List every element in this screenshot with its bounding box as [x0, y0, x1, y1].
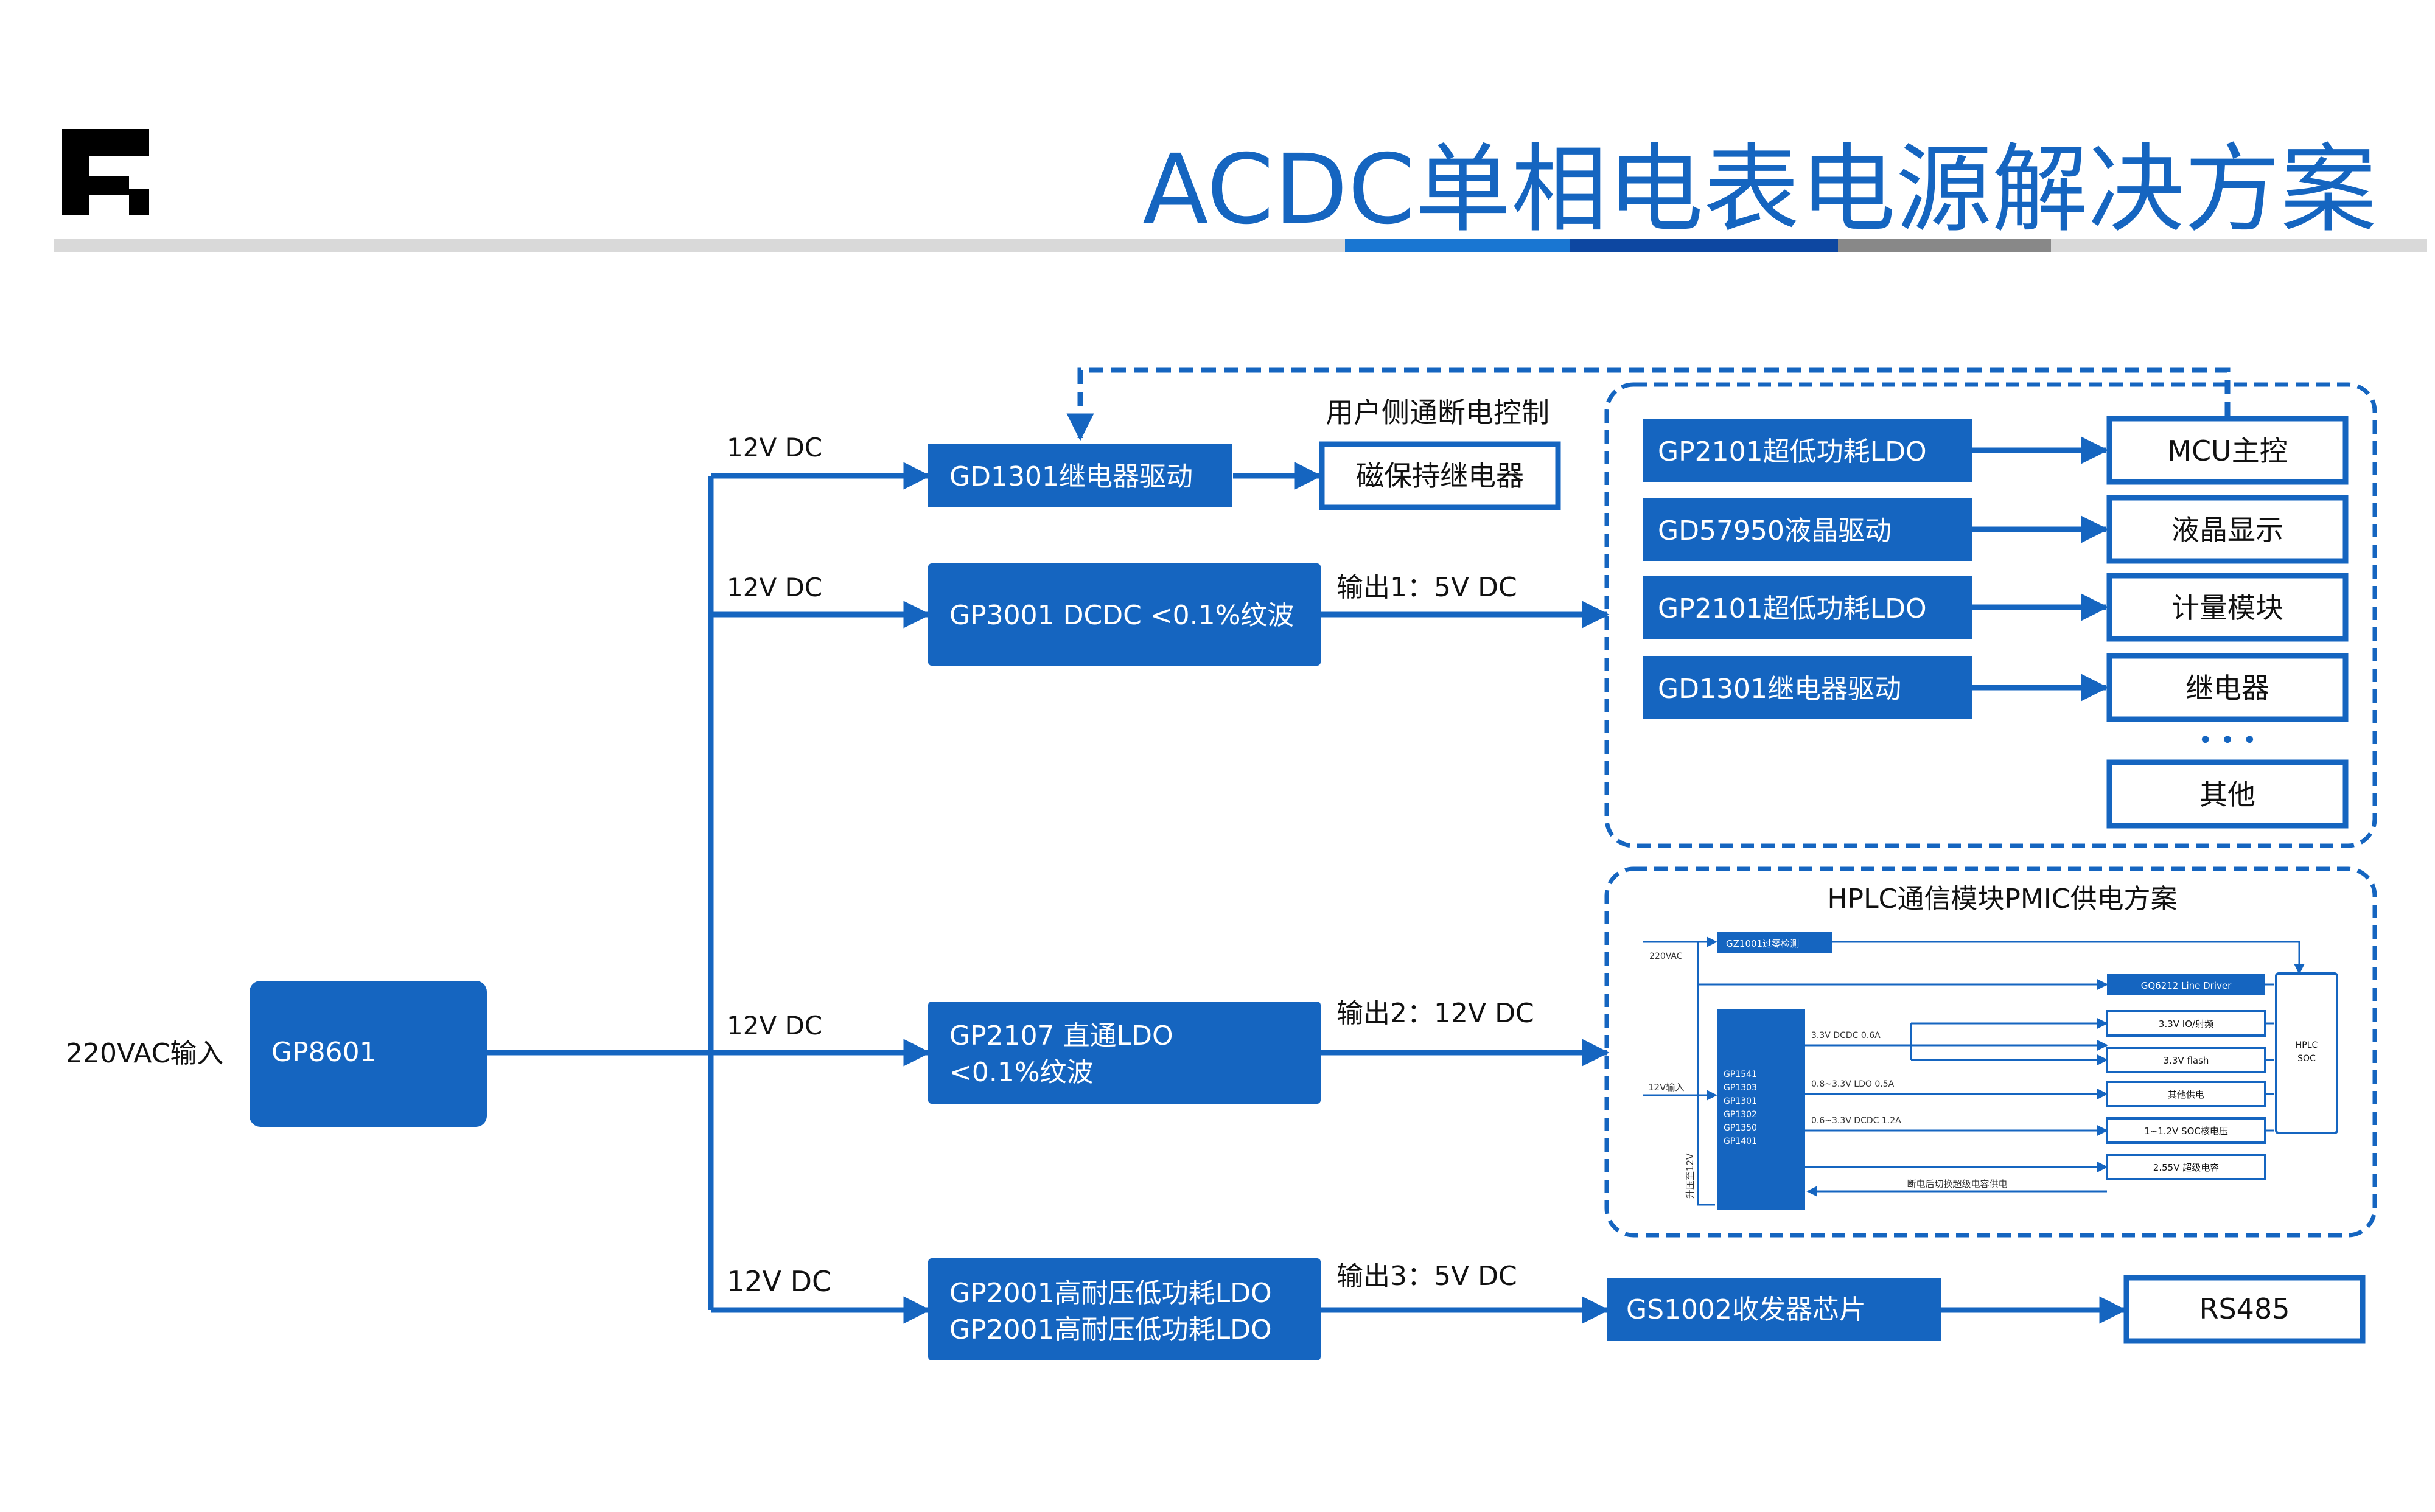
- line-driver-box: [2107, 974, 2265, 995]
- hplc-load-box: [2106, 1154, 2266, 1180]
- hplc-title: HPLC通信模块PMIC供电方案: [1827, 883, 2177, 915]
- branch-label-3: 12V DC: [727, 1011, 822, 1040]
- meter-load-box: [2106, 573, 2349, 642]
- gp2001-label-line2: GP2001高耐压低功耗LDO: [949, 1314, 1272, 1345]
- backup-label: 断电后切换超级电容供电: [1907, 1179, 2007, 1190]
- zero-detect-label: GZ1001过零检测: [1726, 938, 1799, 949]
- hplc-load-label: 其他供电: [2168, 1089, 2204, 1100]
- output2-label: 输出2：12V DC: [1336, 998, 1534, 1029]
- gp3001-label: GP3001 DCDC <0.1%纹波: [949, 600, 1294, 631]
- hplc-load-label: 1~1.2V SOC核电压: [2144, 1126, 2228, 1137]
- branch-label-4: 12V DC: [727, 1265, 831, 1298]
- latching-relay-label: 磁保持继电器: [1356, 459, 1524, 492]
- hplc-load-label: 2.55V 超级电容: [2153, 1162, 2219, 1173]
- input-label: 220VAC输入: [66, 1038, 223, 1069]
- gp3001-box: [928, 563, 1321, 666]
- latching-relay-box: [1319, 441, 1561, 510]
- meter-group: GP2101超低功耗LDO GD57950液晶驱动 GP2101超低功耗LDO GD1…: [1643, 416, 2349, 829]
- pmic-part-label: GP1303: [1724, 1083, 1757, 1093]
- header-rule: [54, 239, 2427, 252]
- gp2001-box: [928, 1258, 1321, 1360]
- meter-load-label: 继电器: [2185, 672, 2269, 705]
- gp8601-box: [250, 981, 487, 1127]
- meter-load-box: [2106, 653, 2349, 722]
- hplc-load-label: 3.3V flash: [2164, 1055, 2209, 1066]
- zero-detect-box: [1717, 932, 1832, 953]
- pmic-rail-list: 3.3V DCDC 0.6A 0.8~3.3V LDO 0.5A 0.6~3.3V …: [1811, 1031, 1901, 1126]
- pmic-rail-label: 0.6~3.3V DCDC 1.2A: [1811, 1116, 1901, 1126]
- pmic-part-label: GP1350: [1724, 1123, 1757, 1133]
- ellipsis-label: • • •: [2198, 726, 2257, 754]
- user-control-caption: 用户侧通断电控制: [1326, 396, 1549, 429]
- header-accent-2: [1570, 239, 1838, 252]
- line-driver-label: GQ6212 Line Driver: [2141, 980, 2232, 991]
- hplc-group-frame: [1604, 866, 2377, 1238]
- pmic-rail-label: 3.3V DCDC 0.6A: [1811, 1031, 1881, 1040]
- hplc-soc-label-line1: HPLC: [2296, 1040, 2318, 1050]
- pmic-part-label: GP1301: [1724, 1096, 1757, 1106]
- meter-load-label: MCU主控: [2167, 434, 2287, 467]
- pmic-part-label: GP1302: [1724, 1110, 1757, 1120]
- gd1301-driver-box: [928, 444, 1232, 507]
- meter-source-label: GP2101超低功耗LDO: [1658, 593, 1927, 624]
- pmic-part-label: GP1541: [1724, 1070, 1757, 1079]
- gs1002-label: GS1002收发器芯片: [1626, 1294, 1866, 1325]
- mcu-feedback-line: [1066, 367, 2231, 441]
- hplc-input-220: 220VAC: [1649, 952, 1683, 961]
- gp2107-label-line1: GP2107 直通LDO: [949, 1020, 1173, 1051]
- header-accent-3: [1838, 239, 2051, 252]
- hplc-load-box: [2106, 1081, 2266, 1107]
- header-accent-1: [1345, 239, 1570, 252]
- pmic-rail-label: 0.8~3.3V LDO 0.5A: [1811, 1079, 1895, 1089]
- hplc-schematic: 220VAC GZ1001过零检测 GQ6212 Line Driver 12V…: [1643, 932, 2338, 1210]
- gp8601-label: GP8601: [271, 1037, 377, 1068]
- hplc-soc-box: [2275, 972, 2338, 1134]
- meter-source-label: GP2101超低功耗LDO: [1658, 436, 1927, 467]
- meter-load-label: 计量模块: [2171, 591, 2283, 624]
- hplc-load-box: [2106, 1010, 2266, 1037]
- branch-label-1: 12V DC: [727, 433, 822, 462]
- meter-source-box: [1643, 498, 1972, 561]
- boost-label: 升压至12V: [1685, 1153, 1696, 1199]
- company-logo: [62, 129, 149, 215]
- meter-load-label: 其他: [2199, 778, 2255, 811]
- gp2107-label-line2: <0.1%纹波: [949, 1057, 1094, 1088]
- meter-source-box: [1643, 576, 1972, 639]
- output3-label: 输出3：5V DC: [1336, 1261, 1517, 1292]
- branch-label-2: 12V DC: [727, 573, 822, 602]
- hplc-soc-label-line2: SOC: [2297, 1054, 2316, 1064]
- gd1301-driver-label: GD1301继电器驱动: [949, 461, 1193, 492]
- meter-group-frame: [1604, 382, 2377, 848]
- page-title: ACDC单相电表电源解决方案: [1142, 134, 2377, 246]
- meter-load-box: [2106, 759, 2349, 829]
- output1-label: 输出1：5V DC: [1336, 572, 1517, 603]
- meter-load-box: [2106, 416, 2349, 485]
- meter-source-label: GD57950液晶驱动: [1658, 515, 1892, 546]
- meter-source-box: [1643, 419, 1972, 482]
- gp2107-box: [928, 1002, 1321, 1104]
- meter-source-label: GD1301继电器驱动: [1658, 674, 1901, 705]
- hplc-input-12: 12V输入: [1648, 1082, 1684, 1093]
- trunk-lines: [487, 476, 714, 1310]
- gp2001-label-line1: GP2001高耐压低功耗LDO: [949, 1278, 1272, 1309]
- meter-load-label: 液晶显示: [2171, 514, 2283, 546]
- hplc-load-list: 3.3V IO/射频 3.3V flash 其他供电 1~1.2V SOC核电压 2.5…: [1910, 1010, 2266, 1180]
- hplc-load-box: [2106, 1117, 2266, 1144]
- rs485-box: [2123, 1275, 2366, 1344]
- rs485-label: RS485: [2199, 1292, 2290, 1325]
- pmic-box: [1717, 1009, 1805, 1210]
- pmic-part-label: GP1401: [1724, 1137, 1757, 1146]
- gs1002-box: [1607, 1278, 1941, 1341]
- meter-source-box: [1643, 656, 1972, 719]
- meter-load-box: [2106, 495, 2349, 564]
- hplc-load-label: 3.3V IO/射频: [2159, 1019, 2213, 1029]
